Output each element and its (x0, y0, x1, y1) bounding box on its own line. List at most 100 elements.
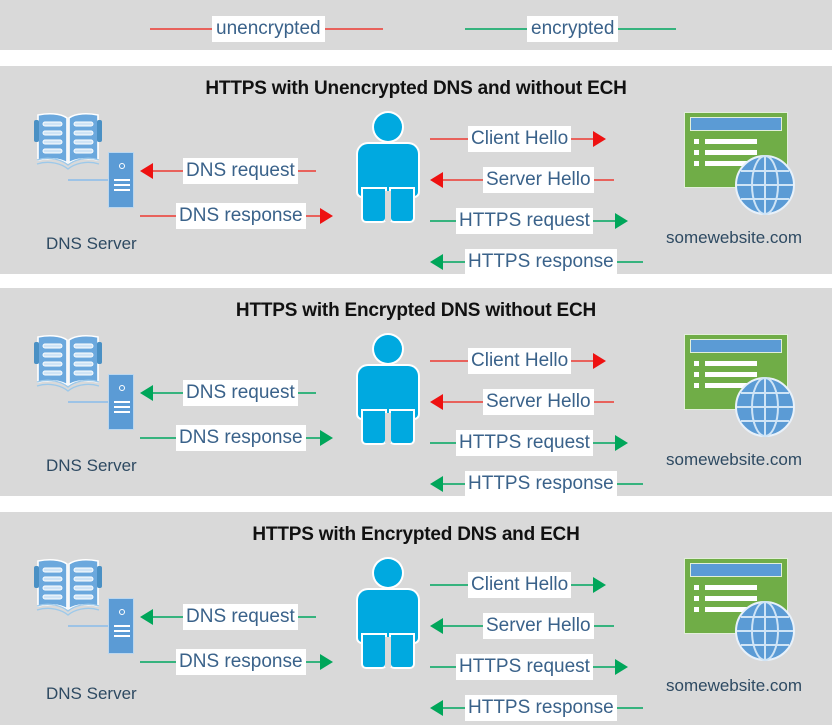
flow-label-client-hello: Client Hello (468, 347, 572, 375)
arrowhead-right-icon (593, 577, 607, 593)
scenario-panel-3: HTTPS with Encrypted DNS and ECH (0, 512, 832, 725)
arrowhead-left-icon (430, 476, 443, 492)
legend-line-encrypted-left (465, 28, 527, 30)
book-icon (32, 110, 104, 172)
dns-link-line (68, 179, 110, 181)
flow-arrow-https-request: HTTPS request (430, 207, 660, 235)
browser-title-bar (690, 339, 782, 353)
arrowhead-right-icon (319, 208, 333, 224)
flow-label-dns-response: DNS response (176, 202, 306, 230)
flow-arrow-client-hello: Client Hello (430, 571, 660, 599)
flow-arrow-server-hello: Server Hello (430, 166, 660, 194)
server-vent-lines (114, 401, 130, 416)
arrowhead-left-icon (430, 618, 443, 634)
flow-label-dns-response: DNS response (176, 648, 306, 676)
arrowhead-left-icon (430, 254, 443, 270)
flow-arrow-client-hello: Client Hello (430, 347, 660, 375)
dns-server-label: DNS Server (46, 234, 137, 253)
arrowhead-right-icon (319, 430, 333, 446)
flow-arrow-dns-request: DNS request (140, 379, 340, 407)
flow-label-https-request: HTTPS request (456, 429, 593, 457)
user-person-icon (352, 113, 424, 221)
dns-link-line (68, 401, 110, 403)
arrowhead-right-icon (614, 213, 628, 229)
flow-label-https-response: HTTPS response (465, 470, 617, 498)
book-icon (32, 332, 104, 394)
server-power-dot (119, 385, 125, 391)
flow-label-dns-request: DNS request (183, 379, 298, 407)
book-icon (32, 556, 104, 618)
server-tower-icon (108, 374, 134, 430)
website-node (672, 554, 822, 684)
panel-title: HTTPS with Encrypted DNS and ECH (252, 524, 580, 545)
flow-arrow-client-hello: Client Hello (430, 125, 660, 153)
flow-label-server-hello: Server Hello (483, 612, 594, 640)
flow-label-https-request: HTTPS request (456, 653, 593, 681)
flow-label-client-hello: Client Hello (468, 125, 572, 153)
flow-label-https-response: HTTPS response (465, 248, 617, 276)
globe-icon (734, 376, 796, 438)
scenario-panel-1: HTTPS with Unencrypted DNS and without E… (0, 66, 832, 276)
user-person-icon (352, 335, 424, 443)
flow-label-client-hello: Client Hello (468, 571, 572, 599)
scenario-panel-2: HTTPS with Encrypted DNS without ECH (0, 288, 832, 498)
website-label: somewebsite.com (666, 676, 803, 695)
flow-arrow-https-request: HTTPS request (430, 653, 660, 681)
flow-arrow-dns-response: DNS response (140, 648, 340, 676)
flow-label-server-hello: Server Hello (483, 166, 594, 194)
legend-line-encrypted-right (618, 28, 677, 30)
browser-content-lines (694, 585, 769, 618)
flow-arrow-dns-request: DNS request (140, 157, 340, 185)
arrowhead-left-icon (140, 385, 153, 401)
arrowhead-left-icon (140, 163, 153, 179)
website-node (672, 330, 822, 460)
legend-item-encrypted: encrypted (465, 14, 677, 44)
flow-arrow-https-response: HTTPS response (430, 694, 660, 722)
flow-arrow-https-response: HTTPS response (430, 470, 660, 498)
flow-arrow-dns-response: DNS response (140, 202, 340, 230)
arrowhead-right-icon (614, 435, 628, 451)
dns-server-node (24, 330, 174, 460)
flow-arrow-https-request: HTTPS request (430, 429, 660, 457)
server-tower-icon (108, 598, 134, 654)
arrowhead-left-icon (430, 394, 443, 410)
dns-link-line (68, 625, 110, 627)
flow-arrow-server-hello: Server Hello (430, 388, 660, 416)
dns-server-label: DNS Server (46, 456, 137, 475)
dns-server-label: DNS Server (46, 684, 137, 703)
legend-line-unencrypted-right (324, 28, 383, 30)
server-power-dot (119, 163, 125, 169)
website-node (672, 108, 822, 238)
legend-item-unencrypted: unencrypted (150, 14, 383, 44)
globe-icon (734, 154, 796, 216)
arrowhead-right-icon (319, 654, 333, 670)
legend-label-encrypted: encrypted (527, 16, 619, 42)
arrowhead-right-icon (614, 659, 628, 675)
browser-window-icon (684, 558, 788, 634)
flow-label-https-response: HTTPS response (465, 694, 617, 722)
browser-title-bar (690, 117, 782, 131)
flow-label-dns-request: DNS request (183, 157, 298, 185)
server-vent-lines (114, 179, 130, 194)
legend-line-unencrypted-left (150, 28, 212, 30)
user-person-icon (352, 559, 424, 667)
browser-title-bar (690, 563, 782, 577)
arrowhead-right-icon (593, 353, 607, 369)
legend-label-unencrypted: unencrypted (212, 16, 325, 42)
flow-label-dns-response: DNS response (176, 424, 306, 452)
flow-label-dns-request: DNS request (183, 603, 298, 631)
flow-arrow-server-hello: Server Hello (430, 612, 660, 640)
globe-icon (734, 600, 796, 662)
website-label: somewebsite.com (666, 450, 803, 469)
arrowhead-left-icon (430, 700, 443, 716)
arrowhead-left-icon (140, 609, 153, 625)
flow-label-server-hello: Server Hello (483, 388, 594, 416)
website-label: somewebsite.com (666, 228, 803, 247)
flow-arrow-dns-response: DNS response (140, 424, 340, 452)
browser-window-icon (684, 334, 788, 410)
flow-label-https-request: HTTPS request (456, 207, 593, 235)
flow-arrow-https-response: HTTPS response (430, 248, 660, 276)
dns-server-node (24, 108, 174, 238)
server-power-dot (119, 609, 125, 615)
